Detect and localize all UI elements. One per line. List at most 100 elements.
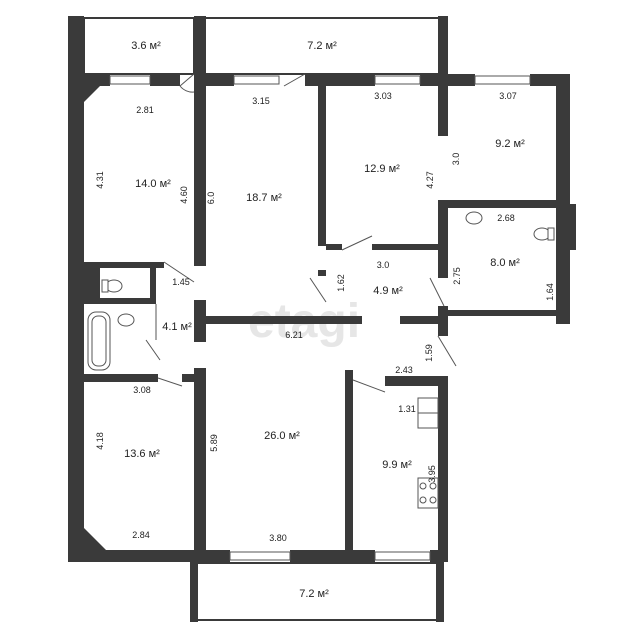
wall [448, 310, 556, 316]
wall [438, 16, 448, 90]
wall [372, 244, 438, 250]
wall [84, 86, 100, 102]
wall [345, 370, 353, 380]
dimension-label: 4.27 [425, 171, 435, 189]
wall [345, 376, 353, 550]
window [374, 551, 431, 561]
room-areas: 3.6 м² 7.2 м² 14.0 м² 18.7 м² 12.9 м² 9.… [124, 40, 525, 600]
wall [150, 262, 156, 302]
door [437, 335, 457, 367]
dimension-label: 3.08 [133, 385, 151, 395]
wall [68, 96, 84, 562]
wall [438, 200, 448, 278]
room-area-label: 9.2 м² [495, 138, 525, 150]
room-area-label: 4.9 м² [373, 285, 403, 297]
dimensions: 2.81 3.15 3.03 3.07 4.31 4.60 6.0 4.27 3… [95, 91, 555, 543]
wall [400, 316, 448, 324]
wall [194, 86, 206, 266]
door [163, 261, 195, 283]
dimension-label: 4.31 [95, 171, 105, 189]
room-area-label: 13.6 м² [124, 448, 160, 460]
fixtures [87, 211, 555, 509]
room-area-label: 3.6 м² [131, 40, 161, 52]
door [283, 73, 306, 87]
wall [385, 376, 438, 386]
dimension-label: 3.03 [374, 91, 392, 101]
dimension-label: 1.31 [398, 404, 416, 414]
stove-icon [429, 482, 437, 490]
room-area-label: 9.9 м² [382, 459, 412, 471]
window [474, 75, 531, 85]
wall [305, 74, 375, 86]
wall [84, 298, 156, 304]
dimension-label: 2.68 [497, 213, 515, 223]
room-area-label: 8.0 м² [490, 257, 520, 269]
wall [190, 562, 198, 622]
dimension-label: 3.15 [252, 96, 270, 106]
stove-icon [419, 482, 427, 490]
wall [84, 262, 100, 302]
wall [194, 300, 206, 342]
dimension-label: 1.45 [172, 277, 190, 287]
dimension-label: 2.43 [395, 365, 413, 375]
door [179, 73, 195, 93]
dimension-label: 3.80 [269, 533, 287, 543]
wall [84, 374, 158, 382]
wall [430, 550, 448, 562]
door [352, 379, 386, 393]
dimension-label: 4.60 [179, 186, 189, 204]
dimension-label: 2.81 [136, 105, 154, 115]
wall [194, 368, 206, 550]
door [309, 277, 327, 303]
doors [145, 73, 457, 393]
stove-icon [429, 496, 437, 504]
wall [556, 74, 570, 324]
wall [290, 550, 375, 562]
wall [436, 562, 444, 622]
room-area-label: 4.1 м² [162, 321, 192, 333]
window [233, 75, 280, 85]
wall [326, 244, 342, 250]
dimension-label: 6.0 [206, 192, 216, 205]
dimension-label: 1.59 [424, 344, 434, 362]
room-area-label: 18.7 м² [246, 192, 282, 204]
wall [318, 270, 326, 276]
door [429, 277, 445, 307]
window [109, 75, 151, 85]
wall [318, 86, 326, 246]
door [341, 235, 373, 251]
dimension-label: 3.07 [499, 91, 517, 101]
windows [109, 75, 531, 561]
room-area-label: 7.2 м² [307, 40, 337, 52]
bathtub-icon [91, 315, 107, 367]
dimension-label: 4.18 [95, 432, 105, 450]
dimension-label: 3.0 [451, 153, 461, 166]
room-area-label: 26.0 м² [264, 430, 300, 442]
wall [194, 74, 234, 86]
wall [68, 16, 84, 96]
room-area-label: 7.2 м² [299, 588, 329, 600]
toilet-icon [101, 279, 109, 293]
toilet-icon [547, 227, 555, 241]
wall [438, 376, 448, 550]
walls [68, 16, 576, 622]
dimension-label: 5.89 [209, 434, 219, 452]
room-area-label: 12.9 м² [364, 163, 400, 175]
wall [438, 86, 448, 136]
wall [68, 550, 230, 562]
wall [182, 374, 206, 382]
dimension-label: 2.75 [452, 267, 462, 285]
window [229, 551, 291, 561]
stove-icon [419, 496, 427, 504]
wall [194, 16, 206, 88]
wall [84, 74, 110, 86]
door [157, 377, 183, 387]
wall [84, 262, 164, 268]
dimension-label: 1.64 [545, 283, 555, 301]
sink-icon [117, 313, 135, 327]
door [145, 304, 161, 361]
dimension-label: 3.0 [377, 260, 390, 270]
room-area-label: 14.0 м² [135, 178, 171, 190]
sink-icon [465, 211, 483, 225]
wall [556, 204, 576, 250]
